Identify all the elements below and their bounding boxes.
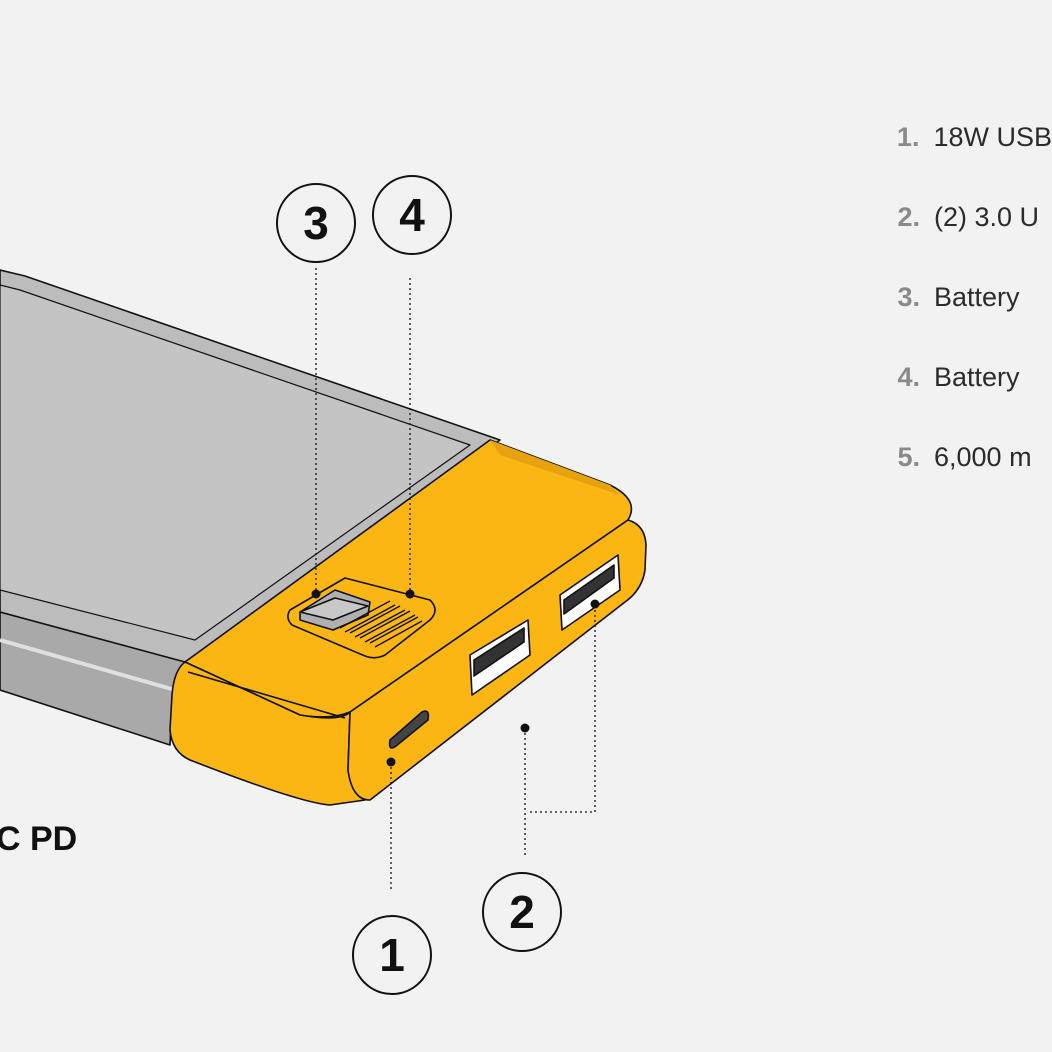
feature-label: 6,000 m bbox=[934, 442, 1032, 472]
usb-c-port bbox=[388, 710, 430, 749]
feature-label: Battery bbox=[934, 362, 1020, 392]
body-side-highlight bbox=[0, 638, 176, 692]
feature-item: 3. Battery bbox=[880, 282, 1052, 362]
feature-label: 18W USB bbox=[933, 122, 1052, 152]
feature-number: 1. bbox=[896, 122, 920, 152]
battery-indicator-leds bbox=[339, 600, 423, 648]
callout-3: 3 bbox=[276, 183, 356, 263]
body-top-panel bbox=[0, 284, 471, 641]
feature-item: 2. (2) 3.0 U bbox=[880, 202, 1052, 282]
feature-item: 5. 6,000 m bbox=[880, 442, 1052, 522]
callout-2: 2 bbox=[482, 872, 562, 952]
feature-number: 2. bbox=[897, 202, 920, 232]
cap-top-shade bbox=[490, 440, 620, 495]
feature-label: Battery bbox=[934, 282, 1020, 312]
callout-1: 1 bbox=[352, 915, 432, 995]
callout-4: 4 bbox=[372, 175, 452, 255]
feature-number: 3. bbox=[897, 282, 920, 312]
feature-number: 5. bbox=[897, 442, 920, 472]
feature-number: 4. bbox=[897, 362, 920, 392]
feature-label: (2) 3.0 U bbox=[934, 202, 1040, 232]
feature-list: 1. 18W USB 2. (2) 3.0 U 3. Battery 4. Batter… bbox=[880, 122, 1052, 522]
feature-item: 4. Battery bbox=[880, 362, 1052, 442]
usb-c-pd-caption: C PD bbox=[0, 820, 78, 858]
feature-item: 1. 18W USB bbox=[880, 122, 1052, 202]
